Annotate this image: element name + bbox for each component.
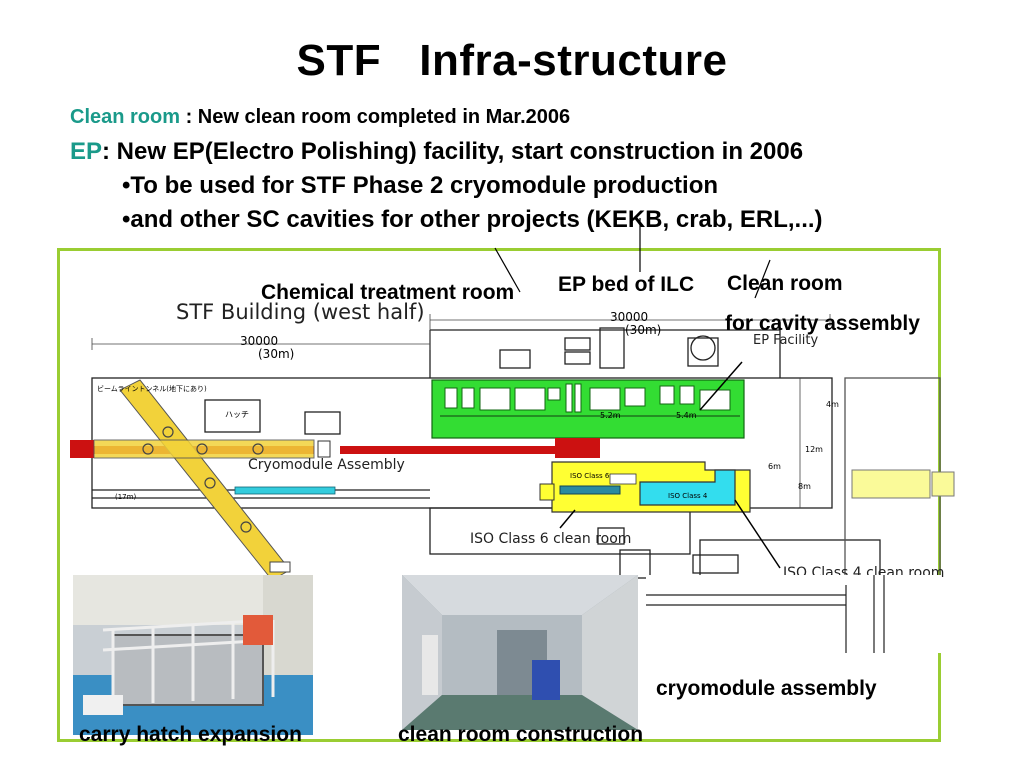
dim-label: 30000	[240, 334, 279, 348]
dim-label: 4m	[826, 400, 839, 409]
clean-room-text: : New clean room completed in Mar.2006	[180, 106, 571, 128]
tunnel-label: ビームライントンネル(地下にあり)	[97, 385, 207, 393]
cryomodule-assembly-photo	[646, 575, 941, 653]
dim-label: (30m)	[258, 347, 295, 361]
for-cavity-label: for cavity assembly	[725, 312, 920, 335]
ep-facility-leader	[699, 361, 743, 411]
red-endcap	[70, 440, 94, 458]
carry-hatch-photo	[73, 575, 313, 735]
carry-hatch-caption: carry hatch expansion	[79, 723, 302, 746]
page-title: STF Infra-structure	[296, 36, 728, 85]
iso6-inner-label: ISO Class 6	[570, 472, 610, 480]
dim-label: 5.4m	[676, 411, 697, 420]
iso4-cyan-room	[639, 469, 736, 506]
dim-label: 6m	[768, 462, 781, 471]
iso4-leader	[734, 499, 781, 569]
clean-room-line: Clean room : New clean room completed in…	[70, 106, 570, 129]
iso6-label: ISO Class 6 clean room	[470, 531, 632, 547]
dim-label: 5.2m	[600, 411, 621, 420]
iso4-inner-label: ISO Class 4	[668, 492, 708, 500]
bullet-item: •and other SC cavities for other project…	[122, 206, 823, 233]
clean-room-construction-photo	[402, 575, 638, 730]
cryomodule-assembly-caption: cryomodule assembly	[656, 677, 877, 700]
truck	[851, 469, 931, 499]
dim-label: (17m)	[115, 493, 137, 501]
clean-room-construction-caption: clean room construction	[398, 723, 644, 746]
cryomodule-assembly-plan-label: Cryomodule Assembly	[248, 457, 405, 473]
leader-line	[754, 259, 771, 299]
bullet-item: •To be used for STF Phase 2 cryomodule p…	[122, 172, 719, 199]
leader-line	[494, 247, 521, 293]
dim-label: 8m	[798, 482, 811, 491]
ep-room-green	[431, 379, 745, 439]
chemical-treatment-label: Chemical treatment room	[261, 281, 515, 304]
hatch-label: ハッチ	[225, 410, 249, 419]
building-title: STF Building (west half)	[176, 300, 425, 324]
dim-label: 30000	[610, 310, 649, 324]
ep-bed-label: EP bed of ILC	[558, 273, 695, 296]
dim-label: 12m	[805, 445, 823, 454]
clean-room-callout: Clean room	[727, 272, 843, 295]
ep-facility-label: EP Facility	[753, 333, 819, 348]
clean-room-label: Clean room	[70, 106, 181, 128]
hatch-box	[204, 399, 261, 433]
cyan-strip	[234, 486, 336, 495]
ep-label: EP	[70, 138, 103, 165]
ep-line: EP: New EP(Electro Polishing) facility, …	[70, 138, 803, 166]
dim-label: (30m)	[625, 323, 662, 337]
ep-text: : New EP(Electro Polishing) facility, st…	[102, 138, 804, 165]
